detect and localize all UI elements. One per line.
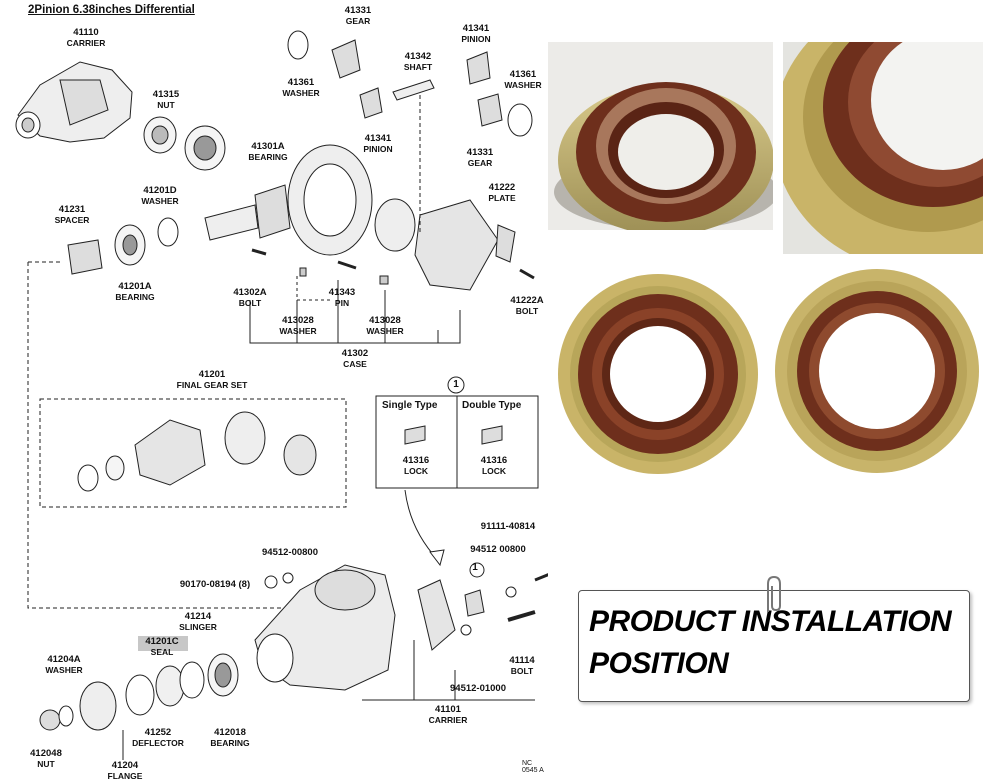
- seal-photo-back-view: [770, 262, 984, 480]
- single-type-caption: Single Type: [382, 400, 438, 411]
- seal-photo-side-view: [548, 42, 773, 230]
- corner-code: NC 0545 A: [522, 760, 544, 774]
- seal-photo-angled-view: [783, 42, 983, 254]
- diagram-title: 2Pinion 6.38inches Differential: [28, 4, 195, 16]
- label-90170-08194: 90170-08194 (8): [179, 579, 251, 590]
- banner-line-2: POSITION: [589, 647, 729, 680]
- callout-circle-number: 1: [472, 562, 478, 573]
- installation-banner: PRODUCT INSTALLATION POSITION: [578, 590, 970, 702]
- banner-line-1: PRODUCT INSTALLATION: [589, 605, 952, 638]
- double-type-caption: Double Type: [462, 400, 522, 411]
- label-94512-00800-right: 94512 00800: [470, 544, 526, 555]
- label-94512-00800-left: 94512-00800: [262, 547, 318, 558]
- diagram-drawing: [15, 30, 548, 760]
- paperclip-icon: [767, 575, 781, 612]
- parts-diagram: 2Pinion 6.38inches Differential: [15, 4, 548, 782]
- seal-photo-front-view: [548, 268, 768, 480]
- label-91111-40814: 91111-40814: [480, 521, 536, 532]
- label-94512-01000: 94512-01000: [450, 683, 506, 694]
- lock-box-circle-number: 1: [453, 379, 459, 390]
